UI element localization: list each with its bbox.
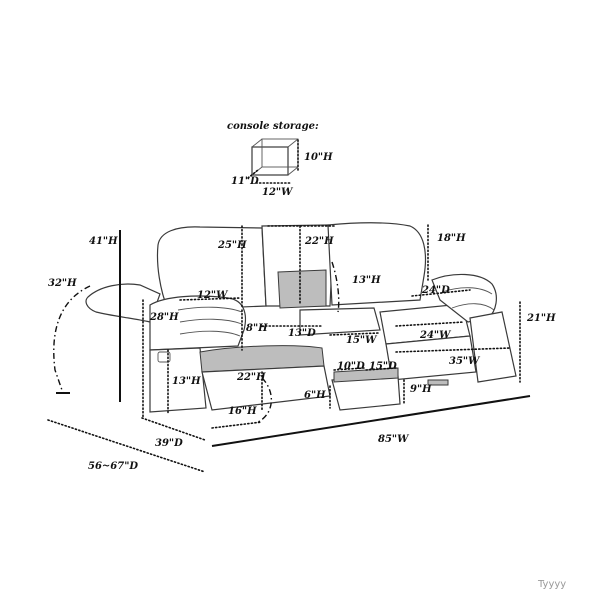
seat-front-height-label: 22"H (236, 372, 266, 383)
console-height-label: 10"H (304, 152, 333, 163)
console-back-height-label: 22"H (304, 236, 334, 247)
seat-height-label: 21"H (526, 313, 556, 324)
depth-label: 39"D (155, 438, 183, 449)
console-storage-title: console storage: (227, 121, 319, 132)
seat-total-width-label: 35"W (449, 356, 481, 367)
console-depth-label: 11"D (231, 176, 259, 187)
arm-depth-label: 24"D (421, 285, 450, 296)
dimension-lines (47, 224, 531, 473)
arm-height-label: 28"H (149, 312, 179, 323)
console-storage-box (247, 138, 299, 184)
seat-width-label: 24"W (419, 330, 452, 341)
arm-side-height-label: 13"H (172, 376, 201, 387)
watermark: Tyyyy (537, 579, 566, 590)
footrest-clearance-label: 6"H (304, 390, 326, 401)
console-width-label: 12"W (262, 187, 294, 198)
footrest-height-label: 9"H (410, 384, 432, 395)
overall-width-label: 85"W (378, 434, 410, 445)
leg-clearance-label: 16"H (228, 406, 257, 417)
cupholder-height-label: 13"H (352, 275, 381, 286)
arm-top-height-label: 8"H (246, 323, 268, 334)
console-width-dim-label: 15"W (346, 335, 378, 346)
overall-height-label: 41"H (89, 236, 118, 247)
footrest-extended-depth-label: 15"D (369, 361, 397, 372)
reclined-height-label: 32"H (48, 278, 77, 289)
sofa-drawing (85, 222, 517, 413)
arm-width-label: 12"W (197, 290, 229, 301)
headrest-height-label: 18"H (437, 233, 466, 244)
back-height-label: 25"H (217, 240, 247, 251)
footrest-depth-label: 10"D (337, 361, 365, 372)
reclined-depth-label: 56~67"D (88, 461, 138, 472)
console-depth-dim-label: 13"D (288, 328, 316, 339)
